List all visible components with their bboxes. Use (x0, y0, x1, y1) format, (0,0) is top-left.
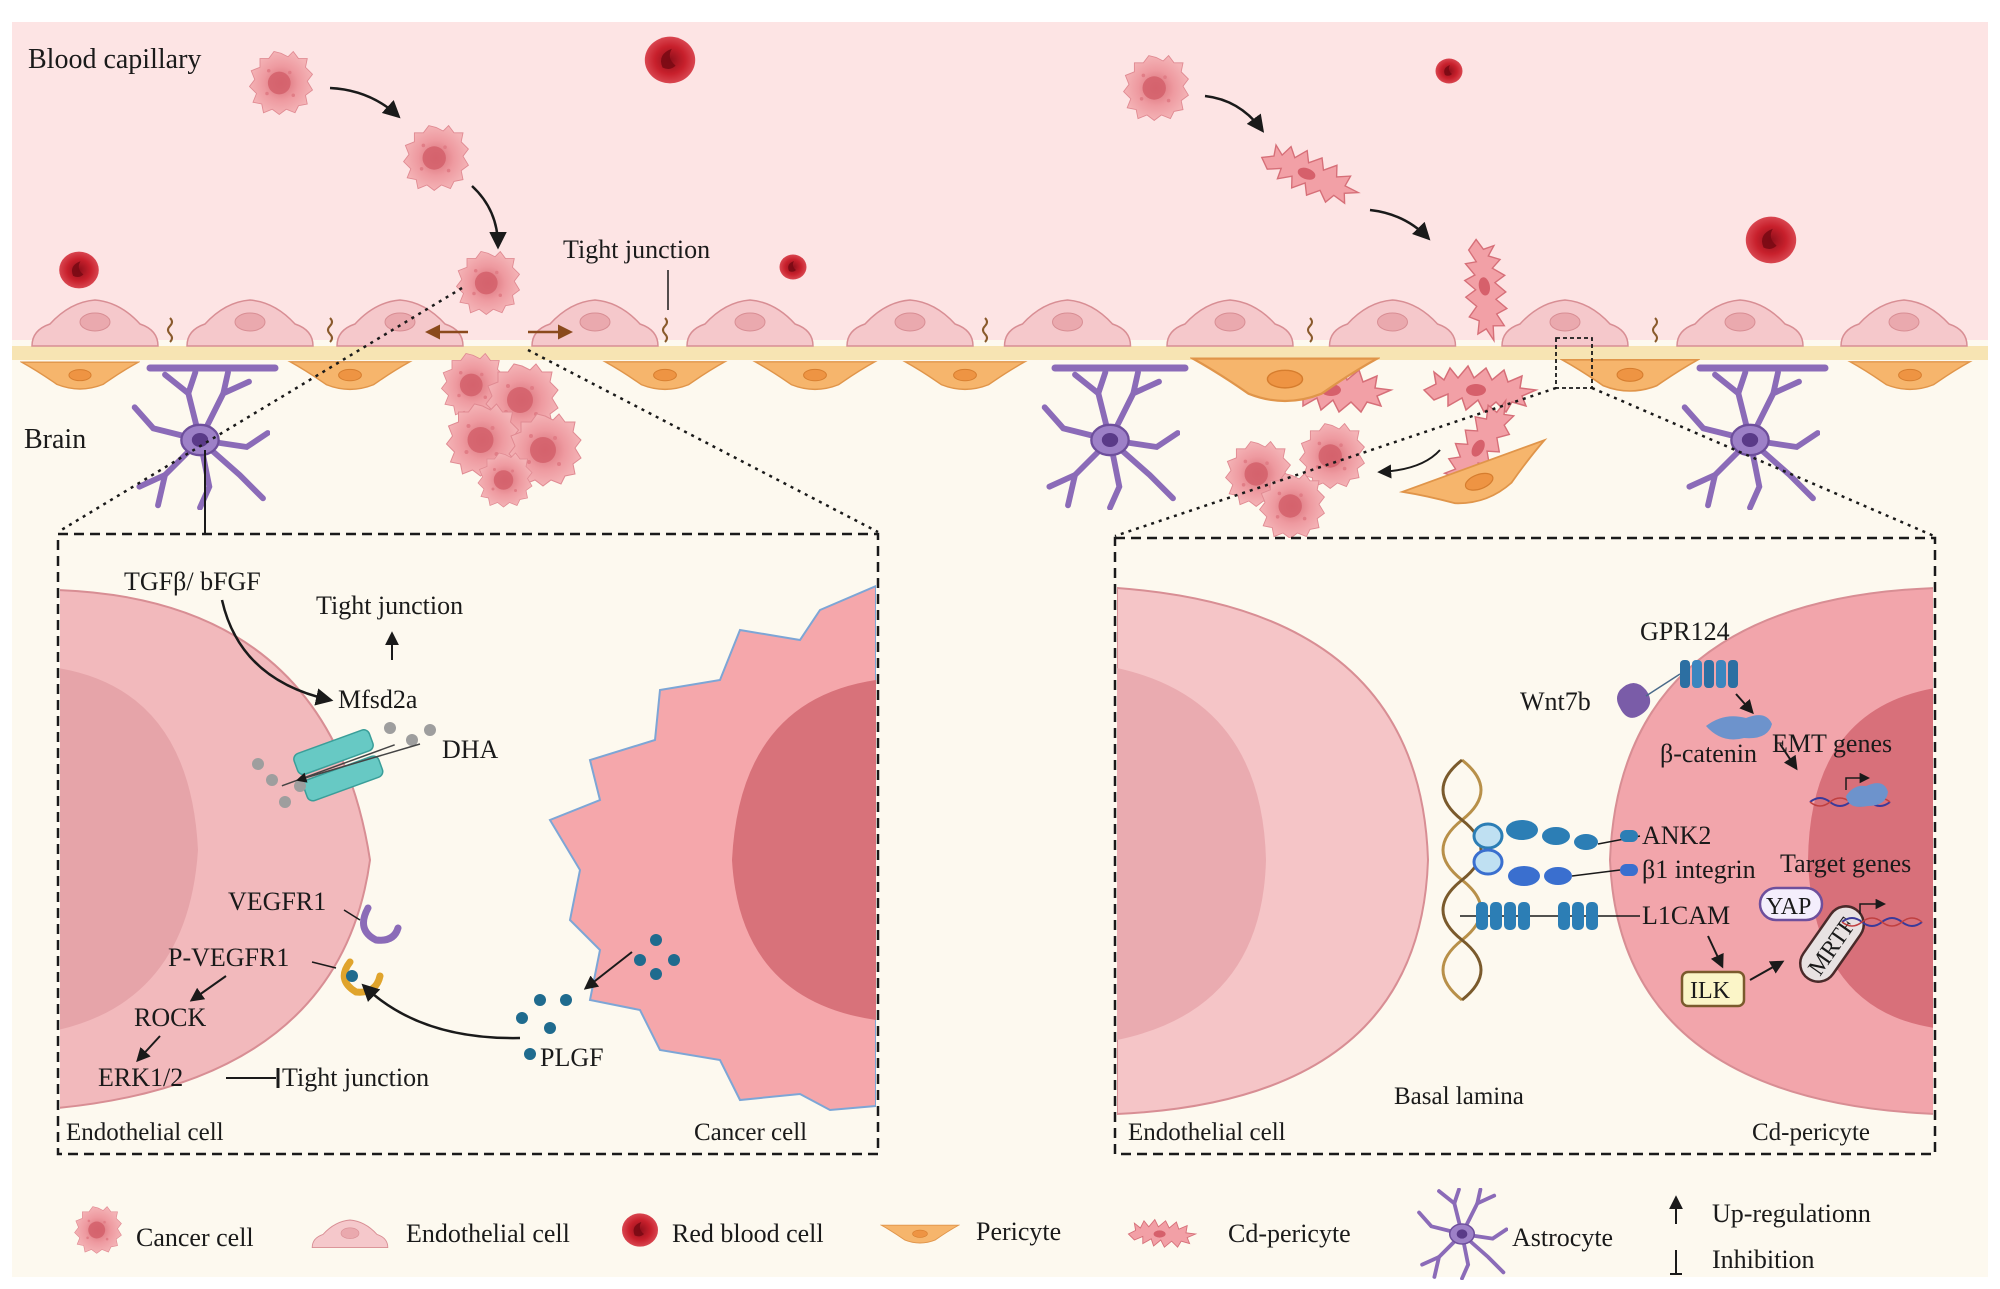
beta-catenin-label: β-catenin (1660, 739, 1757, 768)
dha-molecules (252, 722, 436, 808)
rock-to-erk (136, 1035, 161, 1063)
basal-lamina-label: Basal lamina (1394, 1083, 1524, 1110)
target-gene-dna (1841, 898, 1923, 927)
migration-arrow-1 (329, 86, 401, 119)
region-label-capillary: Blood capillary (28, 44, 201, 75)
legend-cancer-label: Cancer cell (136, 1223, 254, 1252)
p-vegfr1-label: P-VEGFR1 (168, 943, 289, 972)
yap-box (1758, 886, 1824, 922)
plgf-label: PLGF (540, 1043, 604, 1072)
tj-up-label: Tight junction (316, 591, 463, 620)
migration-arrow-4 (1369, 208, 1431, 241)
legend-cdpericyte-label: Cd-pericyte (1228, 1219, 1351, 1248)
migration-arrow-2 (471, 185, 507, 250)
l1cam-complex (1460, 902, 1640, 930)
plgf-molecules (516, 934, 680, 1060)
gpr-to-catenin-arrow (1735, 693, 1754, 715)
emt-gene-dna (1809, 772, 1891, 807)
ilk-label: ILK (1690, 978, 1731, 1004)
catenin-to-emt-arrow (1779, 743, 1798, 771)
p-vegfr1-to-rock (189, 975, 227, 1002)
ank2-complex (1472, 820, 1641, 850)
plgf-to-receptor-arrow (361, 983, 521, 1040)
legend-inhib-label: Inhibition (1712, 1245, 1815, 1274)
ilk-box (1680, 970, 1746, 1008)
vegfr1-receptor (360, 904, 402, 944)
b1-integrin-complex (1472, 848, 1638, 886)
wnt7b-ligand (1617, 683, 1651, 718)
wnt7b-label: Wnt7b (1520, 687, 1591, 716)
b1-integrin-label: β1 integrin (1642, 855, 1756, 884)
wnt-gpr-link (1645, 673, 1681, 697)
mfsd2a-label: Mfsd2a (338, 685, 418, 714)
beta-catenin-shape (1706, 715, 1772, 740)
region-label-brain: Brain (24, 424, 86, 455)
erk-label: ERK1/2 (98, 1063, 183, 1092)
capillary-region (12, 22, 1988, 362)
basement-band (12, 346, 1988, 360)
legend: Cancer cell Endothelial cell Red blood c… (12, 1172, 1988, 1280)
rock-label: ROCK (134, 1003, 206, 1032)
cancer-nucleus (732, 680, 876, 1020)
right-panel: GPR124 Wnt7b β-catenin EMT genes (1113, 536, 1937, 1156)
tight-junction-label: Tight junction (563, 235, 710, 264)
target-genes-label: Target genes (1780, 849, 1911, 878)
cancer-cell-label: Cancer cell (694, 1119, 807, 1146)
left-panel: TGFβ/ bFGF Tight junction Mfsd2a DHA VEG… (56, 532, 880, 1156)
ilk-to-mrtf-arrow (1749, 960, 1785, 981)
legend-pericyte-label: Pericyte (976, 1217, 1061, 1246)
p-vegfr1-pointer (311, 961, 337, 969)
cd-pericyte-label: Cd-pericyte (1752, 1119, 1870, 1146)
endothelial-cell-label-right: Endothelial cell (1128, 1119, 1286, 1146)
migration-arrow-5 (1377, 449, 1441, 479)
vegfr1-label: VEGFR1 (228, 887, 326, 916)
zoom-lines (57, 286, 1935, 538)
dha-label: DHA (442, 735, 499, 764)
tgf-label: TGFβ/ bFGF (124, 567, 261, 596)
basal-lamina-helix (1441, 758, 1483, 1002)
l1cam-label: L1CAM (1642, 901, 1730, 930)
ank2-label: ANK2 (1642, 821, 1711, 850)
endothelial-nucleus (60, 668, 198, 1030)
legend-up-label: Up-regulationn (1712, 1199, 1871, 1228)
endothelial-nucleus-right (1117, 668, 1266, 1040)
tj-inhib-label: Tight junction (282, 1063, 429, 1092)
l1cam-to-ilk-arrow (1707, 935, 1724, 969)
endothelial-cell-label: Endothelial cell (66, 1119, 224, 1146)
legend-rbc-label: Red blood cell (672, 1219, 824, 1248)
vegfr1-pointer (343, 909, 361, 921)
yap-label: YAP (1766, 894, 1811, 920)
dha-flow-arrow (295, 743, 421, 783)
emt-label: EMT genes (1772, 729, 1892, 758)
zoom-box (1555, 337, 1593, 389)
gpr124-receptor (1680, 660, 1738, 688)
gpr124-label: GPR124 (1640, 617, 1730, 646)
legend-endothelial-label: Endothelial cell (406, 1219, 570, 1248)
plgf-bound (346, 970, 358, 982)
legend-astrocyte-label: Astrocyte (1512, 1223, 1613, 1252)
legend-rbc-icon (622, 1213, 658, 1247)
migration-arrow-3 (1204, 94, 1265, 133)
plgf-release-arrow (583, 951, 633, 990)
tgf-to-mfsd2a-arrow (220, 599, 334, 706)
tight-junctions (167, 317, 1658, 343)
